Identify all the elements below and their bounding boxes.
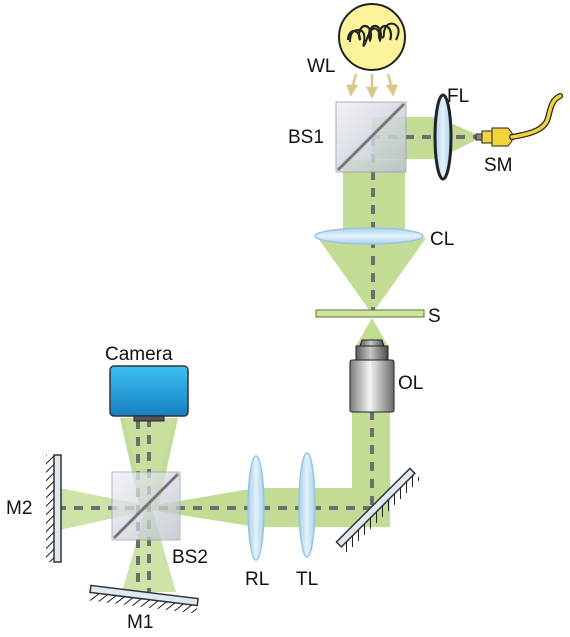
beam-bs2-to-m2 <box>60 488 150 530</box>
beam-splitter-bs1 <box>335 101 407 173</box>
label-bs1: BS1 <box>288 127 324 148</box>
filament-loops <box>346 24 393 43</box>
beam-rl-to-bs2 <box>150 488 256 527</box>
lens-cl <box>314 227 424 245</box>
beam-bs2-to-m1 <box>122 508 176 592</box>
label-s: S <box>428 306 441 327</box>
objective-lens <box>349 339 395 413</box>
label-camera: Camera <box>105 344 173 365</box>
lens-fl <box>433 93 453 181</box>
label-m2: M2 <box>6 498 32 519</box>
label-tl: TL <box>296 569 318 590</box>
labels: WL FL BS1 SM CL S Camera OL M2 BS2 RL TL… <box>6 56 513 633</box>
label-m1: M1 <box>127 612 153 633</box>
label-fl: FL <box>447 86 469 107</box>
bs1-diagonal <box>336 102 406 172</box>
lens-tl <box>298 452 316 558</box>
fold-mirror <box>335 467 421 553</box>
light-bulb-icon <box>338 3 406 71</box>
label-sm: SM <box>484 155 513 176</box>
beam-splitter-bs2 <box>111 471 181 541</box>
bs2-diagonal <box>112 472 180 540</box>
fiber-connector-icon <box>475 93 563 147</box>
label-rl: RL <box>245 569 269 590</box>
label-wl: WL <box>307 56 336 77</box>
camera-icon <box>109 365 189 422</box>
label-ol: OL <box>398 373 423 394</box>
lens-rl <box>247 455 265 561</box>
lamp-rays <box>346 73 398 99</box>
white-light-source <box>338 3 406 99</box>
mirror-m2 <box>46 454 62 563</box>
label-cl: CL <box>430 229 454 250</box>
beam-sample-to-ol <box>356 318 388 346</box>
sample-slide <box>315 309 425 318</box>
mirror-m1 <box>89 584 199 614</box>
label-bs2: BS2 <box>172 547 208 568</box>
